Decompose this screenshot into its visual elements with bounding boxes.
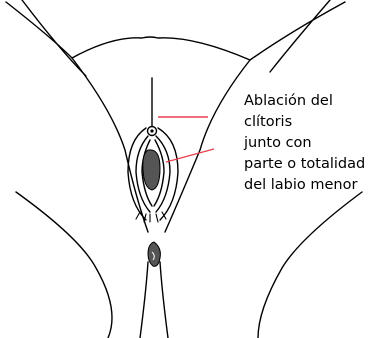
upper-body-contour	[72, 37, 250, 60]
right-fold-line	[270, 0, 330, 72]
right-thigh-contour	[258, 192, 362, 338]
annotation-line-1: Ablación del	[244, 91, 333, 112]
left-outer-contour	[6, 2, 148, 232]
clitoris-site-center	[150, 129, 153, 132]
left-thigh-contour	[16, 192, 112, 338]
left-lower-fold	[140, 262, 148, 338]
annotation-line-4: parte o totalidad	[244, 154, 365, 175]
annotation-line-5: del labio menor	[244, 175, 357, 196]
pointer-line-labia	[166, 149, 214, 162]
annotation-line-2: clítoris	[244, 112, 292, 133]
annotation-line-3: junto con	[244, 133, 312, 154]
right-lower-fold	[160, 262, 168, 338]
vaginal-opening	[143, 150, 160, 190]
